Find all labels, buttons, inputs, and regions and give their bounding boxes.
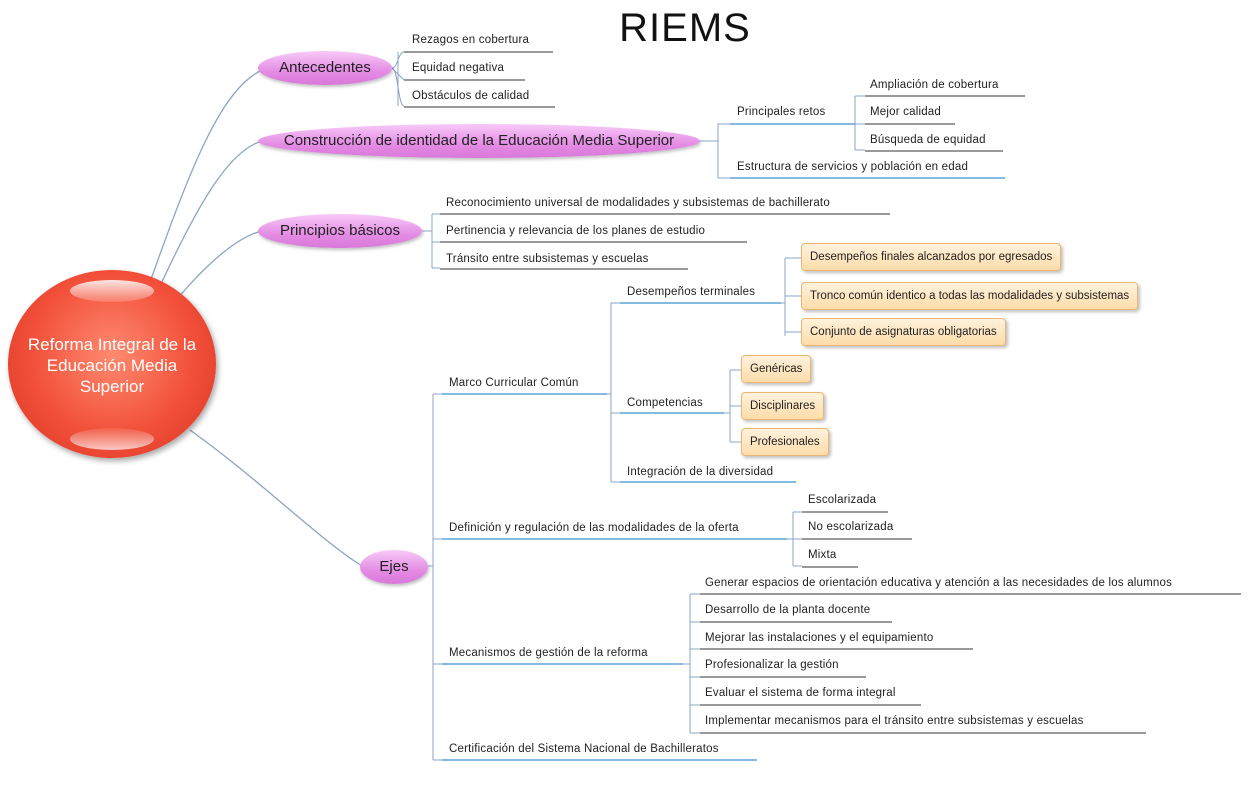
branch-ejes-label: Ejes (379, 558, 409, 575)
leaf-ampliacion[interactable]: Ampliación de cobertura (870, 79, 999, 91)
branch-principios-label: Principios básicos (279, 222, 401, 239)
ejes-spine (428, 394, 434, 760)
leaf-no-escolarizada[interactable]: No escolarizada (808, 521, 894, 533)
leaf-certificacion[interactable]: Certificación del Sistema Nacional de Ba… (449, 743, 719, 755)
leaf-estructura[interactable]: Estructura de servicios y población en e… (737, 161, 969, 173)
leaf-mixta[interactable]: Mixta (808, 549, 837, 561)
branch-ejes[interactable]: Ejes (360, 550, 428, 584)
node-marco-curricular[interactable]: Marco Curricular Común (449, 377, 579, 389)
diagram-title: RIEMS (619, 6, 751, 50)
node-definicion[interactable]: Definición y regulación de las modalidad… (449, 522, 739, 534)
box-desempenos-finales[interactable]: Desempeños finales alcanzados por egresa… (801, 243, 1062, 271)
box-tronco-comun[interactable]: Tronco común identico a todas las modali… (801, 282, 1139, 310)
root-gloss-bottom (70, 428, 154, 450)
root-label: Reforma Integral de la Educación Media S… (27, 335, 197, 396)
node-desempenos[interactable]: Desempeños terminales (627, 286, 756, 298)
leaf-orientacion[interactable]: Generar espacios de orientación educativ… (705, 577, 1173, 589)
link-root-antecedentes (149, 69, 263, 283)
root-gloss (70, 280, 154, 302)
node-competencias[interactable]: Competencias (627, 397, 703, 409)
leaf-rezagos[interactable]: Rezagos en cobertura (412, 34, 530, 46)
root-node[interactable]: Reforma Integral de la Educación Media S… (8, 270, 216, 458)
mecanismos-spine (683, 593, 700, 734)
leaf-evaluar[interactable]: Evaluar el sistema de forma integral (705, 687, 896, 699)
node-mecanismos[interactable]: Mecanismos de gestión de la reforma (449, 647, 648, 659)
box-genericas[interactable]: Genéricas (741, 355, 812, 383)
link-root-ejes (189, 429, 363, 567)
leaf-obstaculos[interactable]: Obstáculos de calidad (412, 90, 530, 102)
leaf-transito[interactable]: Tránsito entre subsistemas y escuelas (446, 253, 649, 265)
branch-construccion-label: Construcción de identidad de la Educació… (283, 132, 675, 149)
node-principales-retos[interactable]: Principales retos (737, 106, 826, 118)
leaf-profesionalizar[interactable]: Profesionalizar la gestión (705, 659, 839, 671)
leaf-reconocimiento[interactable]: Reconocimiento universal de modalidades … (446, 197, 830, 209)
box-disciplinares[interactable]: Disciplinares (741, 392, 825, 420)
branch-construccion[interactable]: Construcción de identidad de la Educació… (258, 124, 700, 158)
pri-spine (422, 213, 440, 269)
branch-principios[interactable]: Principios básicos (258, 214, 422, 248)
leaf-mejor-calidad[interactable]: Mejor calidad (870, 106, 941, 118)
con-stubs (717, 123, 730, 179)
leaf-pertinencia[interactable]: Pertinencia y relevancia de los planes d… (446, 225, 706, 237)
branch-antecedentes[interactable]: Antecedentes (258, 51, 392, 85)
leaf-equidad-negativa[interactable]: Equidad negativa (412, 62, 505, 74)
leaf-instalaciones[interactable]: Mejorar las instalaciones y el equipamie… (705, 632, 934, 644)
leaf-busqueda-equidad[interactable]: Búsqueda de equidad (870, 134, 986, 146)
link-root-principios (177, 230, 263, 299)
box-profesionales[interactable]: Profesionales (741, 428, 829, 456)
retos-spine (854, 95, 865, 151)
marco-spine (607, 302, 620, 483)
branch-antecedentes-label: Antecedentes (279, 59, 371, 76)
leaf-planta-docente[interactable]: Desarrollo de la planta docente (705, 604, 871, 616)
con-spine (700, 124, 719, 162)
leaf-integracion[interactable]: Integración de la diversidad (627, 466, 774, 478)
leaf-escolarizada[interactable]: Escolarizada (808, 494, 877, 506)
definicion-spine (787, 511, 802, 567)
desempenos-spine (781, 257, 801, 336)
leaf-implementar[interactable]: Implementar mecanismos para el tránsito … (705, 715, 1084, 727)
competencias-spine (724, 369, 741, 443)
link-root-construccion (159, 140, 263, 287)
ejes-stubs (433, 393, 442, 761)
box-asignaturas[interactable]: Conjunto de asignaturas obligatorias (801, 318, 1006, 346)
